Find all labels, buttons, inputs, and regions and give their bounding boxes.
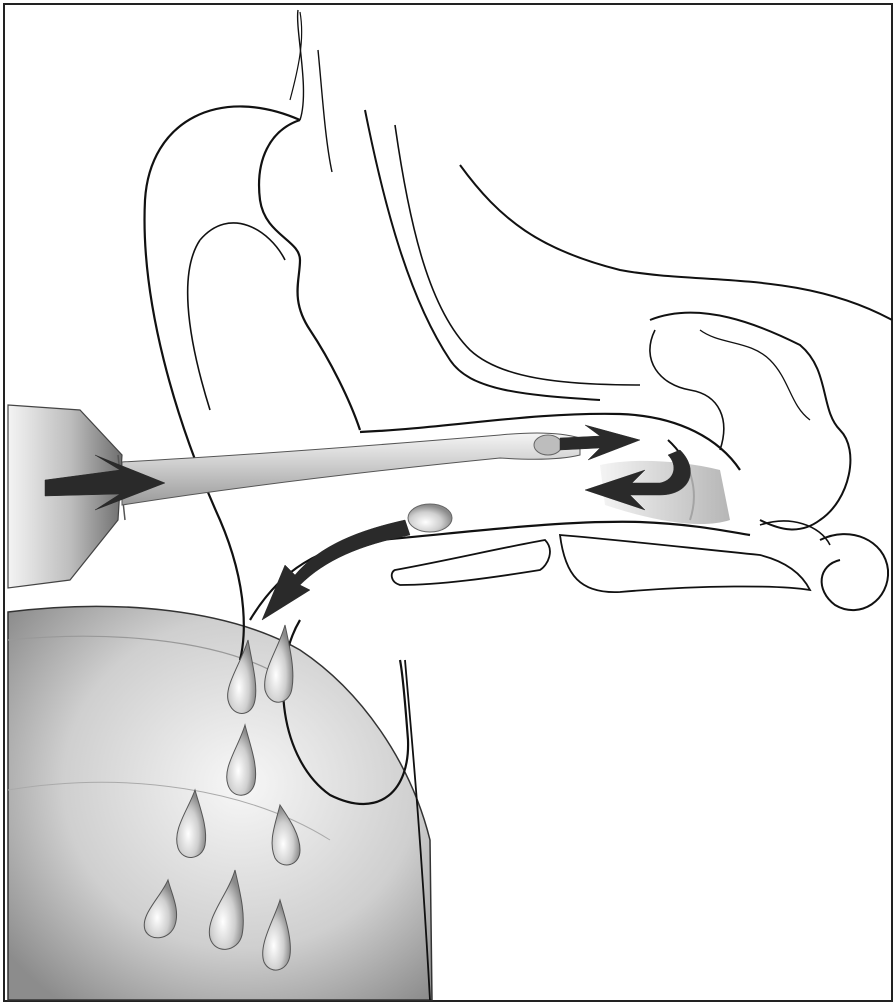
syringe-nozzle xyxy=(8,405,125,588)
water-stream-in xyxy=(122,433,580,505)
arrow-out-of-canal xyxy=(262,520,410,620)
head-outline xyxy=(365,110,892,400)
lower-structures xyxy=(392,535,810,592)
water-return-flow xyxy=(408,504,452,532)
inner-ear-cochlea xyxy=(760,521,888,610)
